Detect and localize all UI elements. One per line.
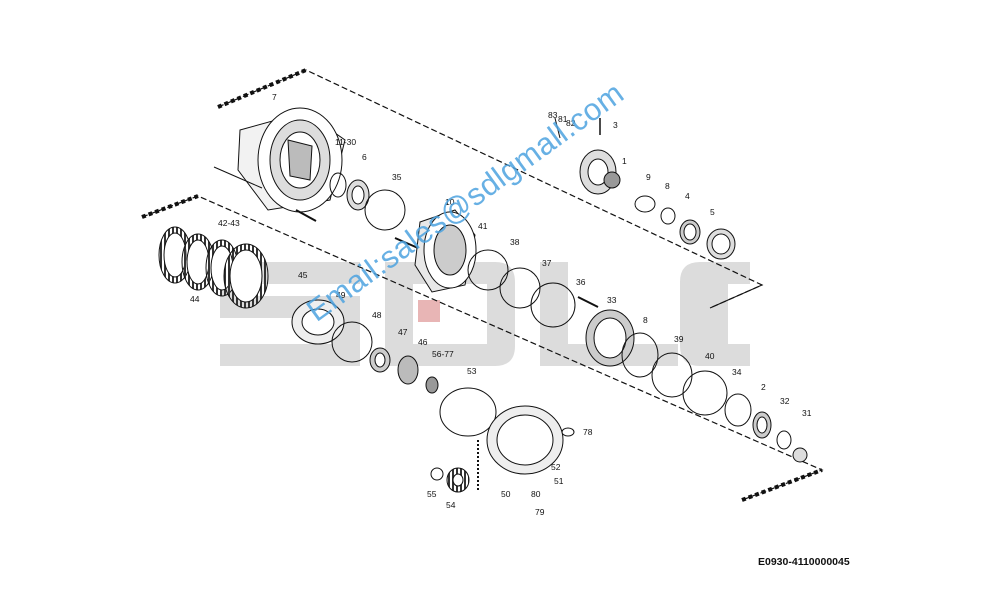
friction-disc-pack [158, 226, 269, 309]
planet-carrier-part [394, 209, 477, 293]
part-label: 78 [583, 427, 593, 437]
part-label: 79 [535, 507, 545, 517]
part-label: 31 [802, 408, 812, 418]
part-label: 81 [558, 114, 568, 124]
part-label: 38 [510, 237, 520, 247]
part-label: 4 [685, 191, 690, 201]
part-label: 37 [542, 258, 552, 268]
part-label: 52 [551, 462, 561, 472]
part-label: 36 [576, 277, 586, 287]
part-label: 7 [272, 92, 277, 102]
part-label: 55 [427, 489, 437, 499]
lower-disc-and-ring [439, 387, 575, 492]
part-label: 11-30 [335, 137, 356, 147]
part-label: 46 [418, 337, 428, 347]
part-label: 42-43 [218, 218, 240, 228]
housing-part [213, 107, 346, 222]
lower-group-frame [141, 194, 824, 502]
part-label: 48 [372, 310, 382, 320]
part-label: 34 [732, 367, 742, 377]
part-label: 2 [761, 382, 766, 392]
part-label: 45 [298, 270, 308, 280]
part-label: 44 [190, 294, 200, 304]
part-label: 51 [554, 476, 564, 486]
part-label: 8 [643, 315, 648, 325]
part-label: 41 [478, 221, 488, 231]
part-label: 54 [446, 500, 456, 510]
gear-54-and-ring-55 [430, 467, 470, 493]
part-label: 10 [445, 197, 455, 207]
part-label: 39 [674, 334, 684, 344]
part-label: 3 [613, 120, 618, 130]
part-label: 8 [665, 181, 670, 191]
part-label: 53 [467, 366, 477, 376]
part-label: 6 [362, 152, 367, 162]
upper-group-frame [217, 68, 764, 309]
part-label: 47 [398, 327, 408, 337]
ring-sequence-upper [467, 249, 599, 328]
hub-subassembly [554, 117, 736, 260]
lower-ring-set [291, 299, 439, 394]
part-label: 33 [607, 295, 617, 305]
part-label: 35 [392, 172, 402, 182]
part-label: 9 [646, 172, 651, 182]
part-labels: 7 11-30 6 35 10 41 38 37 36 33 8 39 40 3… [190, 92, 812, 517]
part-label: 50 [501, 489, 511, 499]
bearing-sequence [585, 309, 808, 463]
part-label: 83 [548, 110, 558, 120]
upper-ring-set [329, 172, 406, 231]
part-label: 5 [710, 207, 715, 217]
part-label: 82 [566, 118, 576, 128]
part-label: 49 [336, 290, 346, 300]
part-label: 1 [622, 156, 627, 166]
drawing-code: E0930-4110000045 [758, 556, 850, 568]
part-label: 32 [780, 396, 790, 406]
part-label: 56-77 [432, 349, 454, 359]
part-label: 40 [705, 351, 715, 361]
part-label: 80 [531, 489, 541, 499]
